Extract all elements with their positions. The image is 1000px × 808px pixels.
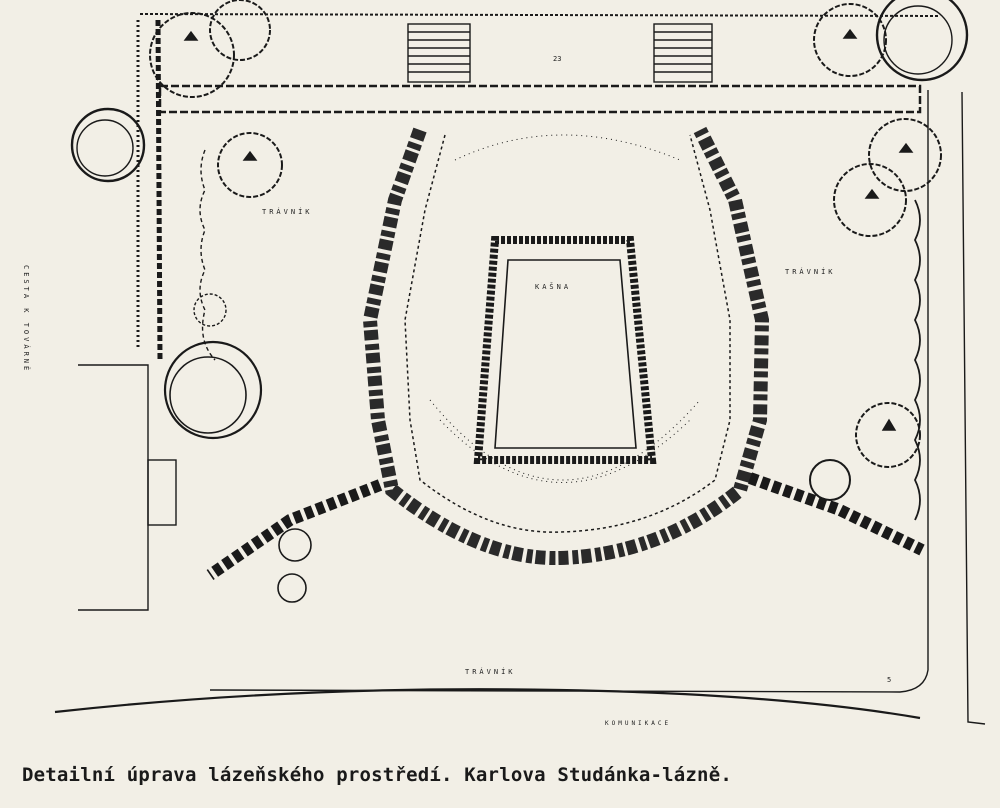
pool-outer bbox=[473, 236, 657, 464]
hedge-right bbox=[913, 199, 921, 521]
walkway-horseshoe bbox=[362, 126, 770, 566]
shrub-left-small bbox=[193, 293, 227, 327]
garden-edge-bottom bbox=[209, 90, 929, 693]
walkway-horseshoe-inner bbox=[404, 134, 731, 533]
tree-top-left-2 bbox=[209, 0, 271, 61]
number-bottom-right: 5 bbox=[887, 676, 892, 684]
path-side-label: CESTA K TOVÁRNĚ bbox=[22, 265, 30, 374]
stairs-right bbox=[653, 23, 713, 83]
road-line bbox=[54, 688, 921, 720]
number-top: 23 bbox=[553, 55, 562, 63]
tree-lawn-left bbox=[217, 132, 283, 198]
tree-top-right-ring bbox=[875, 0, 969, 82]
top-terrace bbox=[158, 84, 922, 114]
lawn-label-top-right: TRÁVNÍK bbox=[785, 268, 836, 276]
caption-title: Detailní úprava lázeňského prostředí. Ka… bbox=[22, 764, 732, 786]
walkway-right-diagonal bbox=[747, 472, 925, 556]
frame-right-line bbox=[961, 91, 986, 725]
shrub-left-bottom-2 bbox=[277, 573, 307, 603]
tree-right-upper bbox=[868, 118, 942, 192]
pool-inner bbox=[494, 259, 637, 449]
tree-top-right bbox=[813, 3, 887, 77]
left-wall bbox=[155, 19, 163, 361]
stairs-left bbox=[407, 23, 471, 83]
left-building-annex bbox=[147, 459, 177, 526]
tree-right-lower bbox=[855, 402, 921, 468]
tree-right-mid bbox=[833, 163, 907, 237]
tree-top-left bbox=[149, 12, 235, 98]
lawn-label-top-left: TRÁVNÍK bbox=[262, 208, 313, 216]
hedge-left bbox=[199, 149, 216, 361]
left-building-outline bbox=[78, 364, 149, 611]
shrub-right-bottom bbox=[809, 459, 851, 501]
road-label: KOMUNIKACE bbox=[605, 720, 672, 727]
tree-left-ring bbox=[70, 107, 146, 183]
top-boundary bbox=[139, 13, 941, 17]
tree-left-large bbox=[163, 340, 263, 440]
shrub-left-bottom-1 bbox=[278, 528, 312, 562]
pool-label: KAŠNA bbox=[535, 283, 572, 291]
stipple-area bbox=[429, 134, 701, 483]
walkway-left-diagonal bbox=[206, 479, 383, 580]
lawn-label-bottom: TRÁVNÍK bbox=[465, 668, 516, 676]
